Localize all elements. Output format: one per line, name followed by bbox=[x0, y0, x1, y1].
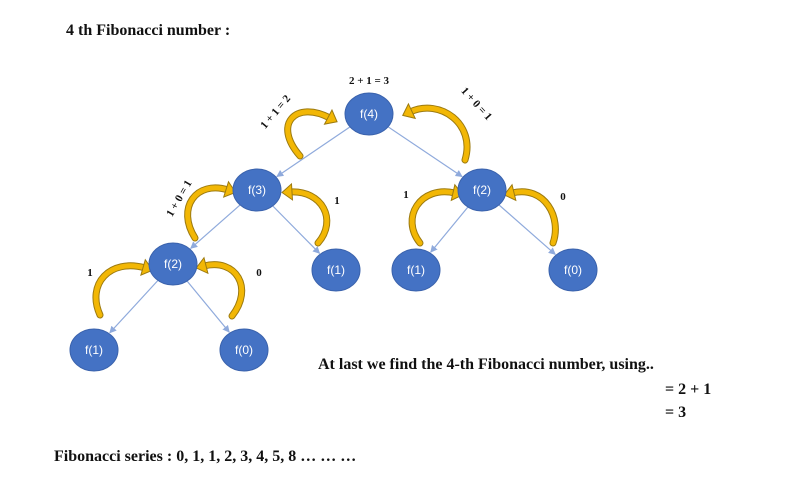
tree-edge-f3-to-f1-mid bbox=[272, 205, 321, 254]
tree-node-f4: f(4) bbox=[344, 92, 394, 136]
tree-node-f1-mid: f(1) bbox=[311, 248, 361, 292]
tree-node-label: f(1) bbox=[85, 343, 103, 357]
arrow-f2r-to-f4 bbox=[402, 102, 471, 164]
tree-node-f0-bottom: f(0) bbox=[219, 328, 269, 372]
tree-node-label: f(2) bbox=[164, 257, 182, 271]
arrow-f1bottom-to-f2l bbox=[92, 258, 154, 319]
tree-node-f1-bottom: f(1) bbox=[69, 328, 119, 372]
fibonacci-series: Fibonacci series : 0, 1, 1, 2, 3, 4, 5, … bbox=[54, 448, 357, 465]
annotation-f1-mid: 1 bbox=[334, 195, 340, 207]
tree-edge-f4-to-f3 bbox=[276, 126, 351, 178]
tree-node-f1-right: f(1) bbox=[391, 248, 441, 292]
tree-node-label: f(1) bbox=[327, 263, 345, 277]
tree-nodes: f(4) f(3) f(2) f(2) f(1) f(1) f(0) f(1) f(0) bbox=[69, 92, 598, 372]
tree-node-f3: f(3) bbox=[232, 168, 282, 212]
annotation-f4-sum: 2 + 1 = 3 bbox=[349, 75, 390, 87]
tree-node-label: f(2) bbox=[473, 183, 491, 197]
tree-edge-f4-to-f2-right bbox=[387, 126, 463, 178]
tree-node-f2-right: f(2) bbox=[457, 168, 507, 212]
tree-node-f2-left: f(2) bbox=[148, 242, 198, 286]
tree-edge-f3-to-f2-left bbox=[190, 204, 241, 249]
arrow-f0bottom-to-f2l bbox=[195, 256, 246, 320]
page-title: 4 th Fibonacci number : bbox=[66, 22, 231, 39]
annotation-f2r-return: 1 + 0 = 1 bbox=[458, 85, 494, 123]
annotation-f0-bottom: 0 bbox=[256, 267, 262, 279]
conclusion-equation-result: = 3 bbox=[665, 404, 687, 421]
annotation-f1-right: 1 bbox=[403, 189, 409, 201]
arrow-f1mid-to-f3 bbox=[281, 182, 331, 247]
annotation-f1-bottom: 1 bbox=[87, 267, 93, 279]
tree-edge-f2-left-to-f1-bottom bbox=[109, 279, 159, 334]
conclusion-equation-sum: = 2 + 1 bbox=[665, 381, 712, 398]
tree-node-f0-right: f(0) bbox=[548, 248, 598, 292]
annotation-f0-right: 0 bbox=[560, 191, 566, 203]
tree-node-label: f(3) bbox=[248, 183, 266, 197]
return-arrows bbox=[92, 102, 559, 320]
arrow-f1right-to-f2r bbox=[408, 183, 464, 247]
tree-node-label: f(1) bbox=[407, 263, 425, 277]
tree-edges bbox=[109, 126, 556, 334]
tree-node-label: f(0) bbox=[564, 263, 582, 277]
tree-edge-f2-right-to-f0-right bbox=[498, 204, 556, 255]
arrow-f2l-to-f3 bbox=[184, 180, 237, 242]
arrow-f3-to-f4 bbox=[284, 108, 338, 160]
arrow-f0right-to-f2r bbox=[503, 183, 559, 247]
tree-edge-f2-left-to-f0-bottom bbox=[186, 280, 230, 333]
tree-node-label: f(0) bbox=[235, 343, 253, 357]
conclusion-text: At last we find the 4-th Fibonacci numbe… bbox=[318, 356, 654, 373]
tree-edge-f2-right-to-f1-right bbox=[430, 206, 469, 253]
tree-node-label: f(4) bbox=[360, 107, 378, 121]
